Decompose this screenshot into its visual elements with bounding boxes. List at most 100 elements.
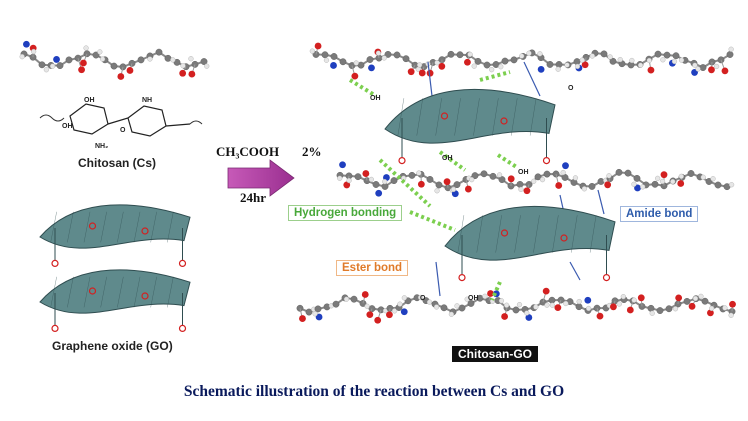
- carbon-atom: [510, 56, 518, 64]
- lattice-line: [510, 98, 518, 136]
- hydrogen-atom: [672, 306, 679, 312]
- carbon-atom: [546, 61, 554, 68]
- hydrogen-atom: [710, 176, 716, 182]
- oxygen-atom: [438, 62, 446, 70]
- graphene-oxide-sheet: [444, 205, 616, 282]
- carbon-atom: [548, 296, 556, 304]
- nitrogen-atom: [53, 56, 60, 63]
- oxygen-atom: [647, 66, 655, 74]
- carbon-atom: [321, 51, 329, 59]
- carboxyl-oxygen: [458, 274, 466, 282]
- structure-annotation: NH: [142, 97, 152, 104]
- carbon-atom: [390, 177, 398, 184]
- covalent-bond: [435, 261, 441, 297]
- hydrogen-atom: [576, 298, 582, 305]
- carbon-atom: [332, 300, 340, 308]
- hydrogen-atom: [401, 295, 407, 301]
- carbon-atom: [663, 51, 671, 59]
- hydrogen-atom: [489, 67, 495, 73]
- hydrogen-atom: [620, 294, 626, 300]
- carbon-atom: [354, 173, 362, 181]
- oxygen-atom: [581, 61, 589, 69]
- carbon-atom: [597, 178, 605, 185]
- structure-annotation: O: [120, 127, 126, 134]
- hydrogen-atom: [678, 173, 684, 179]
- hydrogen-atom: [714, 63, 720, 70]
- concentration-label: 2%: [302, 144, 322, 159]
- hydrogen-atom: [469, 177, 475, 183]
- hydrogen-atom: [99, 56, 106, 62]
- lattice-line: [552, 215, 559, 253]
- hydrogen-atom: [434, 188, 440, 194]
- carbon-atom: [453, 181, 461, 189]
- hydrogen-atom: [631, 297, 637, 303]
- oxygen-atom: [596, 312, 604, 320]
- hydrogen-atom: [544, 302, 550, 308]
- hydrogen-atom: [416, 170, 422, 176]
- graphene-oxide-sheet: [39, 269, 191, 332]
- hydrogen-atom: [417, 62, 423, 68]
- hydrogen-atom: [586, 305, 592, 312]
- lattice-line: [67, 211, 74, 243]
- carbon-atom: [483, 61, 491, 69]
- lattice-line: [83, 211, 91, 243]
- structure-annotation: NH₂: [95, 143, 108, 150]
- nitrogen-atom: [400, 308, 408, 316]
- carbon-atom: [426, 176, 434, 183]
- carbon-atom: [456, 51, 464, 59]
- hydrogen-atom: [574, 63, 581, 70]
- lattice-line: [514, 215, 521, 253]
- carbon-atom: [384, 51, 392, 58]
- carbon-atom: [656, 307, 664, 314]
- carbon-atom: [402, 55, 410, 63]
- hydrogen-bonding-label: Hydrogen bonding: [288, 205, 403, 221]
- chitosan-structural-formula: [39, 103, 203, 137]
- nitrogen-atom: [375, 189, 383, 197]
- carbon-atom: [714, 181, 722, 189]
- hydrogen-atom: [519, 53, 525, 59]
- carboxyl-oxygen: [398, 157, 406, 165]
- structure-annotation: OH: [370, 95, 381, 102]
- oxygen-atom: [604, 181, 612, 189]
- oxygen-atom: [707, 309, 714, 317]
- carbon-atom: [458, 304, 466, 312]
- carbon-atom: [609, 57, 617, 65]
- carbon-atom: [600, 50, 608, 58]
- carbon-atom: [372, 181, 380, 188]
- hydrogen-atom: [450, 186, 457, 193]
- carbon-atom: [534, 173, 542, 181]
- hydrogen-atom: [640, 184, 646, 190]
- hydrogen-atom: [637, 62, 644, 68]
- covalent-bond: [597, 189, 605, 215]
- lattice-line: [100, 211, 107, 243]
- pyranose-ring: [127, 105, 167, 137]
- hydrogen-atom: [728, 46, 734, 52]
- hydrogen-atom: [631, 181, 637, 187]
- hydrogen-atom: [659, 178, 666, 184]
- carbon-atom: [516, 180, 524, 188]
- hydrogen-atom: [204, 63, 210, 69]
- epoxy-oxygen: [88, 222, 97, 230]
- epoxy-oxygen: [141, 227, 149, 235]
- lattice-line: [416, 98, 424, 136]
- oxygen-atom: [117, 73, 125, 80]
- lattice-line: [83, 276, 91, 308]
- lattice-line: [397, 98, 405, 136]
- graphene-oxide-sheet: [384, 88, 556, 165]
- hydrogen-atom: [695, 66, 701, 72]
- hydrogen-atom: [433, 304, 440, 310]
- hydrogen-atom: [180, 63, 186, 69]
- structure-annotation: OH: [62, 123, 73, 130]
- nitrogen-atom: [339, 161, 346, 169]
- oxygen-atom: [374, 316, 382, 324]
- oxygen-atom: [351, 72, 359, 80]
- epoxy-oxygen: [560, 234, 568, 242]
- hydrogen-bond: [409, 210, 456, 232]
- hydrogen-atom: [464, 296, 470, 302]
- hydrogen-atom: [498, 298, 505, 304]
- oxygen-atom: [80, 59, 87, 67]
- figure-caption: Schematic illustration of the reaction b…: [183, 383, 565, 400]
- hydrogen-atom: [498, 64, 504, 70]
- oxygen-atom: [677, 180, 685, 187]
- hydrogen-atom: [692, 295, 699, 302]
